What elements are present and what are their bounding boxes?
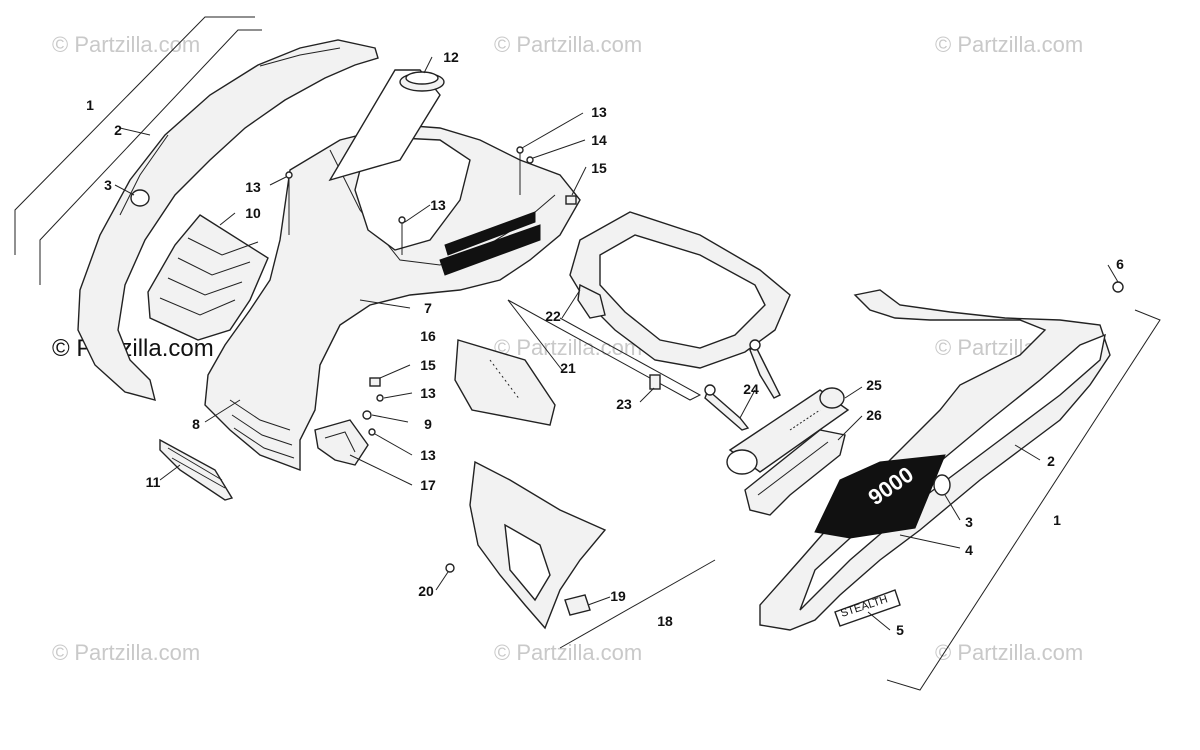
watermark-mid-left: © Partzilla.com bbox=[52, 335, 214, 362]
callout-19: 19 bbox=[610, 588, 626, 604]
callout-5: 5 bbox=[896, 622, 904, 638]
main-hood bbox=[204, 69, 581, 472]
callout-7: 7 bbox=[424, 300, 432, 316]
stealth-badge: STEALTH bbox=[834, 589, 901, 627]
screw-6 bbox=[1112, 281, 1124, 293]
callout-21: 21 bbox=[560, 360, 576, 376]
callout-14: 14 bbox=[591, 132, 607, 148]
tool-tube bbox=[726, 387, 850, 475]
right-side-panel-bracket bbox=[886, 309, 1161, 691]
storage-bin bbox=[507, 211, 791, 401]
watermark-top-center: © Partzilla.com bbox=[494, 32, 643, 57]
headlight-lens bbox=[159, 438, 234, 501]
right-emblem-3 bbox=[933, 474, 951, 496]
callout-1: 1 bbox=[1053, 512, 1061, 528]
gas-cap-seal bbox=[399, 71, 445, 92]
callout-10: 10 bbox=[245, 205, 261, 221]
callout-11: 11 bbox=[145, 474, 161, 490]
callout-2: 2 bbox=[1047, 453, 1055, 469]
callout-18: 18 bbox=[657, 613, 673, 629]
leader-lines bbox=[114, 56, 1119, 631]
windshield bbox=[454, 339, 556, 426]
callout-23: 23 bbox=[616, 396, 632, 412]
callout-13: 13 bbox=[430, 197, 446, 213]
callout-9: 9 bbox=[424, 416, 432, 432]
callout-8: 8 bbox=[192, 416, 200, 432]
callout-2: 2 bbox=[114, 122, 122, 138]
watermark-top-right: © Partzilla.com bbox=[935, 32, 1084, 57]
callout-3: 3 bbox=[965, 514, 973, 530]
callout-24: 24 bbox=[743, 381, 759, 397]
left-side-panel bbox=[77, 39, 379, 401]
intake-grille-left bbox=[147, 214, 269, 341]
callout-4: 4 bbox=[965, 542, 973, 558]
callout-13: 13 bbox=[420, 385, 436, 401]
callout-25: 25 bbox=[866, 377, 882, 393]
callout-13: 13 bbox=[591, 104, 607, 120]
bracket bbox=[314, 419, 369, 466]
callout-17: 17 bbox=[420, 477, 436, 493]
callout-12: 12 bbox=[443, 49, 459, 65]
callout-20: 20 bbox=[418, 583, 434, 599]
callout-22: 22 bbox=[545, 308, 561, 324]
watermark-mid-center: © Partzilla.com bbox=[494, 335, 643, 360]
callout-15: 15 bbox=[591, 160, 607, 176]
strap bbox=[704, 339, 781, 431]
callout-13: 13 bbox=[245, 179, 261, 195]
decal-9000: 9000 bbox=[814, 454, 946, 539]
lower-console bbox=[445, 460, 716, 649]
watermark-top-left: © Partzilla.com bbox=[52, 32, 201, 57]
watermark-bottom-right: © Partzilla.com bbox=[935, 640, 1084, 665]
callout-6: 6 bbox=[1116, 256, 1124, 272]
callout-16: 16 bbox=[420, 328, 436, 344]
tube-holder bbox=[744, 429, 846, 516]
callout-1: 1 bbox=[86, 97, 94, 113]
watermark-bottom-center: © Partzilla.com bbox=[494, 640, 643, 665]
fasteners bbox=[285, 146, 577, 436]
callout-26: 26 bbox=[866, 407, 882, 423]
callout-3: 3 bbox=[104, 177, 112, 193]
left-emblem-3 bbox=[130, 189, 150, 207]
callout-15: 15 bbox=[420, 357, 436, 373]
left-side-panel-bracket bbox=[14, 16, 262, 285]
watermark-bottom-left: © Partzilla.com bbox=[52, 640, 201, 665]
callout-13: 13 bbox=[420, 447, 436, 463]
